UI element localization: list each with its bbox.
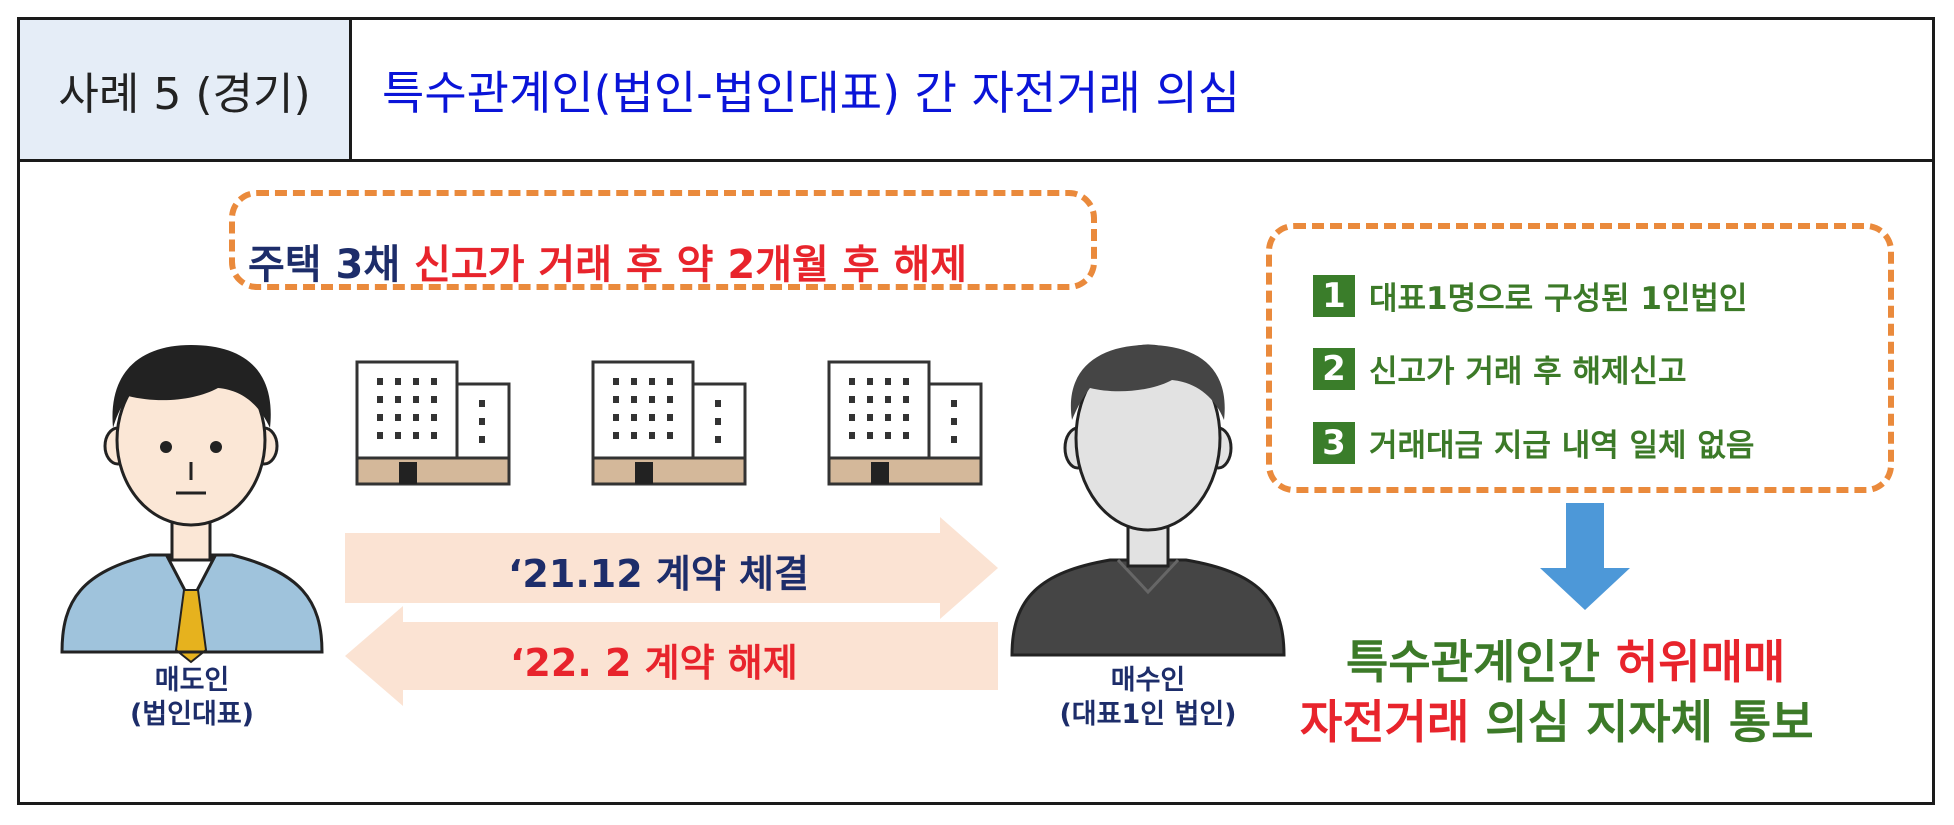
criteria-text: 대표1명으로 구성된 1인법인 [1369,281,1748,317]
top-note-part1: 주택 3채 [248,242,415,288]
case-frame: 사례 5 (경기) 특수관계인(법인-법인대표) 간 자전거래 의심 [17,17,1935,805]
seller-label-line2: (법인대표) [129,699,255,730]
criteria-item: 2 신고가 거래 후 해제신고 [1313,346,1687,391]
result-line1: 특수관계인간 허위매매 [1346,626,1785,692]
criteria-box [1266,223,1894,493]
result-line1-a: 특수관계인간 [1346,635,1616,689]
cancel-label: ‘22. 2 계약 해제 [510,641,798,685]
criteria-item: 1 대표1명으로 구성된 1인법인 [1313,273,1747,318]
result-line2: 자전거래 의심 지자체 통보 [1300,686,1814,752]
criteria-text: 거래대금 지급 내역 일체 없음 [1369,428,1755,464]
contract-label: ‘21.12 계약 체결 [508,552,809,596]
seller-label-line1: 매도인 [154,665,230,696]
down-arrow [1540,503,1630,610]
criteria-text: 신고가 거래 후 해제신고 [1369,354,1687,390]
buyer-label: 매수인 (대표1인 법인) [1028,664,1268,732]
result-line2-a: 자전거래 [1300,695,1470,749]
result-line2-b: 의심 지자체 통보 [1469,695,1814,749]
criteria-number-badge: 3 [1313,421,1355,464]
building-icon [591,360,747,486]
case-title: 특수관계인(법인-법인대표) 간 자전거래 의심 [352,20,1932,162]
top-note-box [229,190,1097,290]
seller-person-icon [60,345,324,664]
case-label: 사례 5 (경기) [20,20,352,162]
top-note-text: 주택 3채 신고가 거래 후 약 2개월 후 해제 [248,232,967,290]
criteria-item: 3 거래대금 지급 내역 일체 없음 [1313,420,1754,465]
result-line1-b: 허위매매 [1615,635,1786,689]
building-icon [827,360,983,486]
top-note-part2: 신고가 거래 후 약 2개월 후 해제 [414,242,968,288]
criteria-number-badge: 1 [1313,274,1355,317]
seller-label: 매도인 (법인대표) [112,664,272,732]
criteria-number-badge: 2 [1313,347,1355,390]
buyer-person-icon [1010,344,1286,657]
buyer-label-line2: (대표1인 법인) [1059,699,1237,730]
buyer-label-line1: 매수인 [1110,665,1186,696]
building-icon [355,360,511,486]
contract-arrow-right [345,517,998,619]
cancel-arrow-left [345,606,998,706]
